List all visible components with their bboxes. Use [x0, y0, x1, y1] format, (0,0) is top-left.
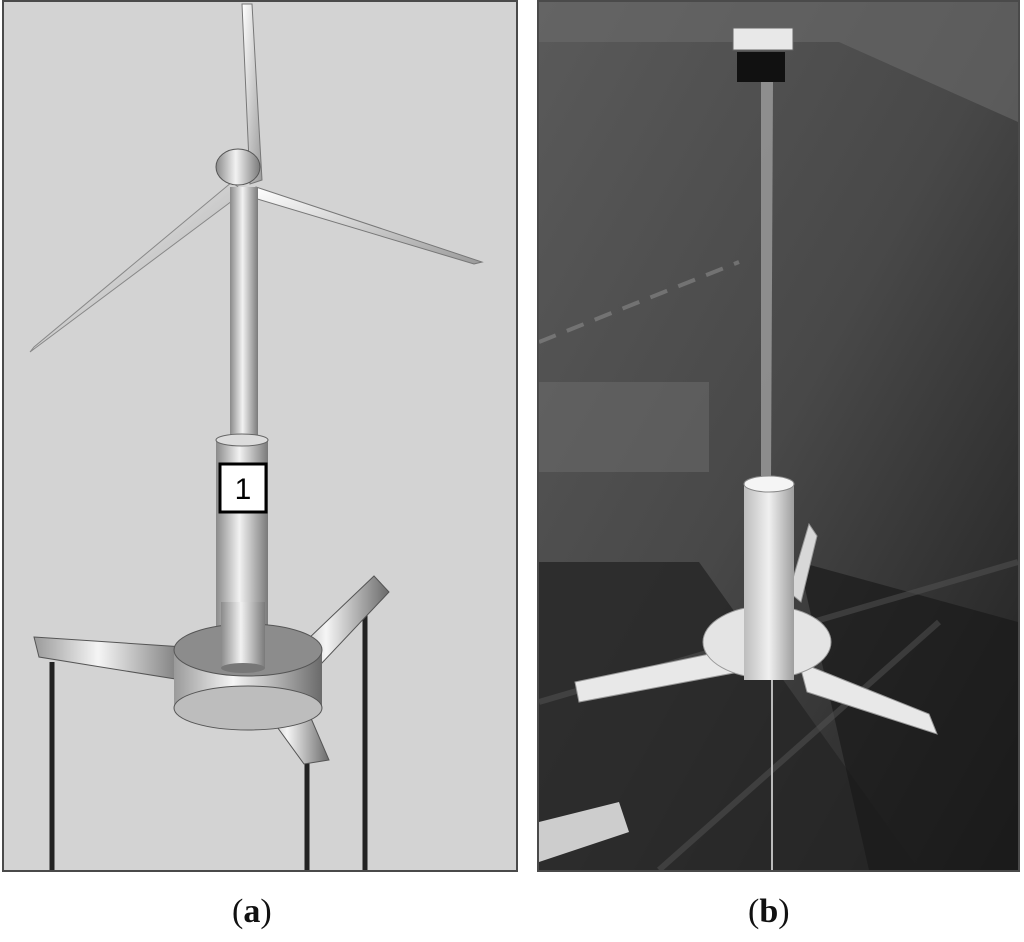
model-arm [798, 661, 938, 735]
blade [241, 3, 263, 185]
caption-b: (b) [748, 893, 790, 930]
blade [29, 181, 245, 353]
top-fixture [737, 52, 785, 82]
blade [253, 186, 484, 265]
tower-label-box [218, 462, 268, 514]
caption-b-letter: b [759, 893, 779, 930]
tower-rod [761, 82, 773, 482]
model-column [744, 484, 794, 680]
tower [230, 187, 258, 447]
caption-a: (a) [232, 893, 272, 930]
photo-panel [537, 0, 1020, 872]
pontoon-arm [33, 636, 195, 683]
model-arm [788, 522, 818, 603]
hub [215, 148, 261, 186]
rendering-panel: 1 [2, 0, 518, 872]
model-photo [539, 2, 1018, 870]
tower-label: 1 [235, 473, 252, 506]
caption-a-letter: a [243, 893, 261, 930]
turbine-rendering: 1 [29, 3, 484, 870]
